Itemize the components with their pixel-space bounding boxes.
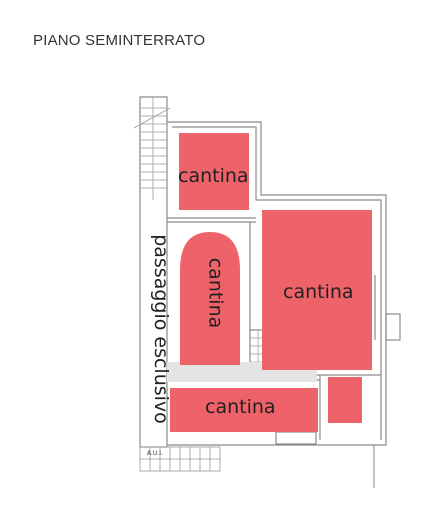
room-label-bottom: cantina: [205, 396, 276, 418]
room-top: [179, 133, 249, 210]
room-small: [328, 377, 362, 423]
inner-wall: [172, 126, 382, 440]
room-label-right: cantina: [283, 281, 354, 303]
corridor-stair: [133, 97, 171, 200]
room-middle-left: [180, 232, 240, 365]
plan-title: PIANO SEMINTERRATO: [33, 32, 206, 49]
window-bay: [385, 313, 401, 341]
stair-label: A.U.I.: [147, 450, 163, 457]
bottom-stair: [139, 446, 221, 472]
room-label-top: cantina: [178, 165, 249, 187]
outer-wall: [167, 121, 387, 446]
rooms: [170, 133, 372, 432]
room-right: [262, 210, 372, 370]
corridor-label: passaggio esclusivo: [149, 234, 172, 424]
bottom-niche: [275, 431, 317, 445]
room-bottom: [170, 388, 318, 432]
room-label-middle-left: cantina: [204, 257, 227, 329]
